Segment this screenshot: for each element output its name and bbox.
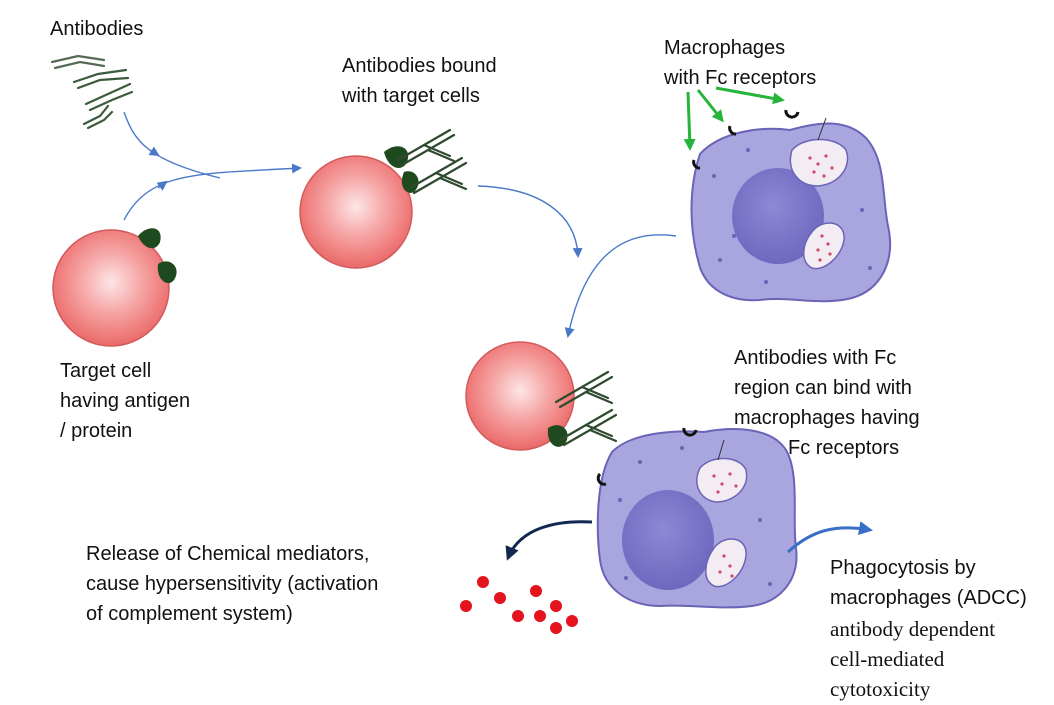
receptor-arrows xyxy=(683,86,785,151)
free-antibodies xyxy=(50,54,134,130)
macrophages-label: Macrophages with Fc receptors xyxy=(664,37,817,89)
fc-receptor-icon xyxy=(692,159,701,170)
arrow-macrophage-to-complex xyxy=(564,234,677,338)
macrophage-bottom xyxy=(596,427,798,609)
arrow-cell-to-bound xyxy=(123,163,302,221)
target-cell-label: Target cell having antigen / protein xyxy=(60,360,191,442)
chemical-mediators xyxy=(460,576,578,634)
antibodies-label: Antibodies xyxy=(50,18,144,40)
fc-binding-label: Antibodies with Fc region can bind with … xyxy=(734,347,920,459)
adcc-definition-label: antibody dependent cell-mediated cytotox… xyxy=(830,617,996,701)
target-cell xyxy=(52,228,177,347)
arrow-mediator-release xyxy=(505,520,593,561)
arrow-antibodies-to-bound xyxy=(123,111,221,179)
macrophage-top xyxy=(690,109,892,303)
arrow-phagocytosis xyxy=(786,521,873,554)
mediators-label: Release of Chemical mediators, cause hyp… xyxy=(86,543,379,625)
lower-target-cell xyxy=(465,341,618,451)
arrow-bound-to-macrophage xyxy=(477,185,583,258)
bound-label: Antibodies bound with target cells xyxy=(342,55,497,107)
phagocytosis-label: Phagocytosis by macrophages (ADCC) xyxy=(830,557,1027,609)
antigen-icon xyxy=(138,228,161,249)
bound-target-cell xyxy=(299,128,468,269)
